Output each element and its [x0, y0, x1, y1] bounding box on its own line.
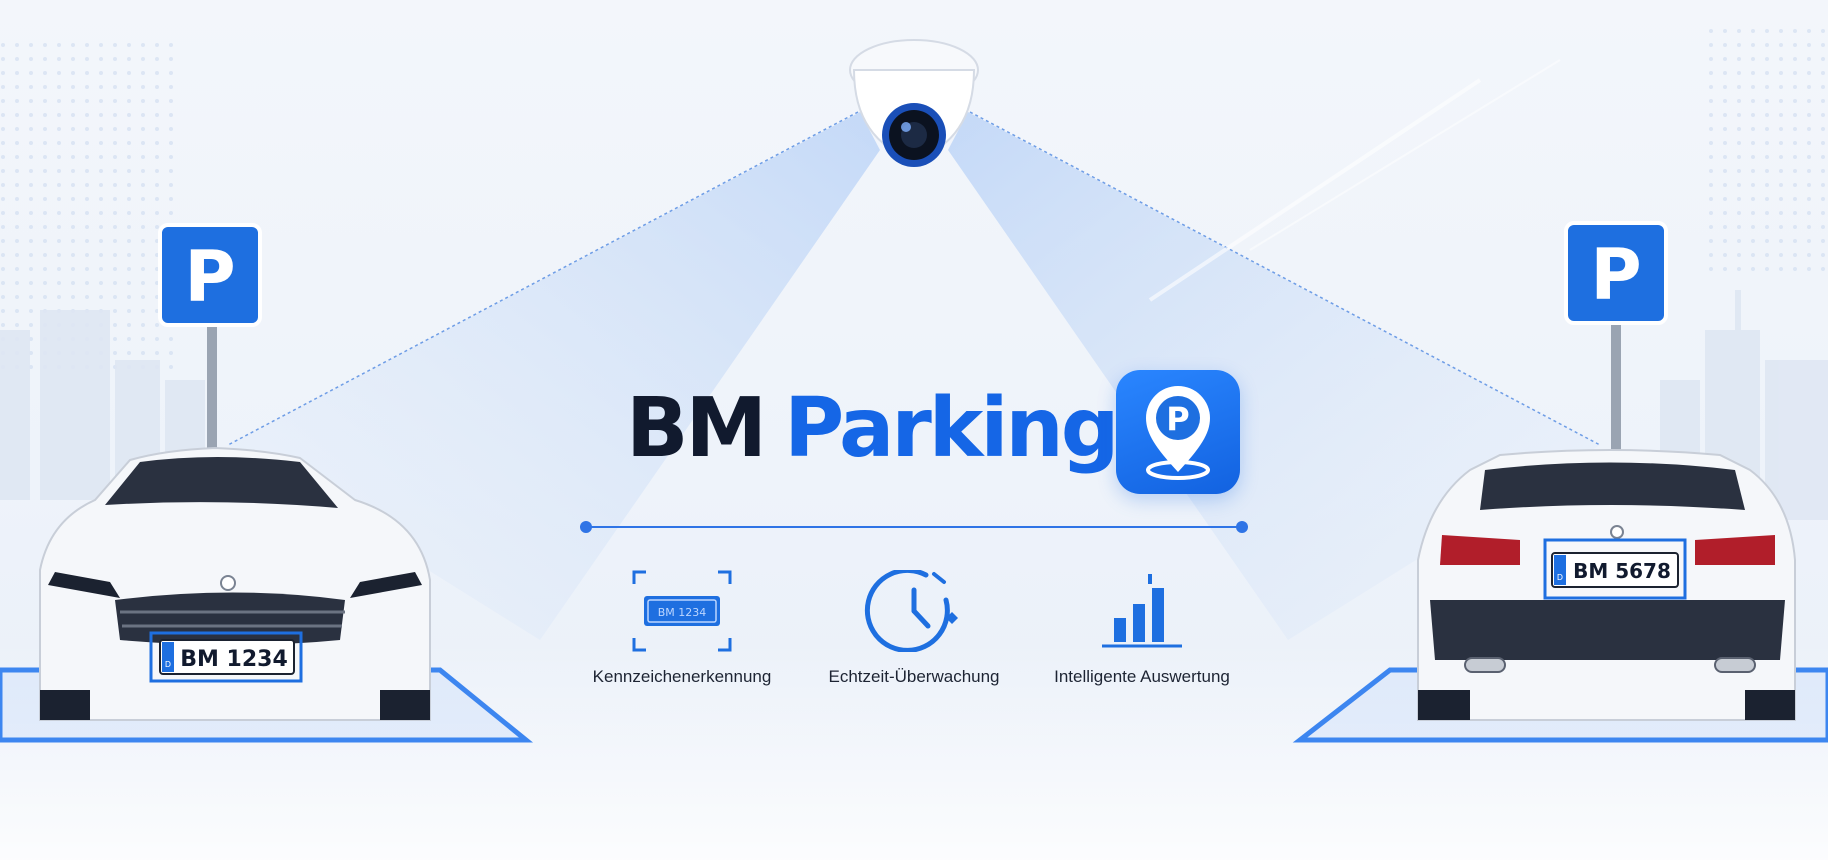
brand-name-primary: BM — [626, 381, 767, 476]
car-right-plate-badge: D — [1557, 573, 1563, 582]
feature-realtime-monitoring: Echtzeit-Überwachung — [804, 567, 1024, 690]
brand-divider — [580, 521, 1248, 533]
feature-label: Echtzeit-Überwachung — [828, 667, 1000, 686]
car-right-plate: BM 5678 — [1573, 559, 1671, 583]
car-left-plate: BM 1234 — [180, 647, 288, 672]
plate-scan-frame-right — [1543, 538, 1687, 600]
parking-location-pin-icon: P — [1116, 370, 1240, 494]
feature-label: Kennzeichenerkennung — [592, 667, 772, 686]
feature-plate-icon-text: BM 1234 — [658, 606, 707, 619]
plate-scan-frame-left — [149, 631, 303, 683]
camera-beam-left — [228, 112, 880, 640]
bar-chart-icon — [1092, 570, 1192, 652]
camera-beam-edge-right — [969, 111, 1601, 446]
parking-sign-right-letter: P — [1590, 234, 1641, 316]
dot-pattern-right — [1700, 20, 1828, 280]
brand-logo-letter: P — [1166, 400, 1189, 438]
clock-realtime-icon — [864, 567, 964, 653]
camera-beam-edge-left — [227, 111, 859, 446]
car-left-plate-badge: D — [165, 660, 171, 669]
divider-dot-left — [580, 521, 592, 533]
parking-sign-right-icon: P — [1564, 221, 1668, 452]
divider-dot-right — [1236, 521, 1248, 533]
feature-label: Intelligente Auswertung — [1054, 667, 1230, 686]
brand-name-secondary: Parking — [784, 381, 1119, 476]
parking-sign-left-icon: P — [158, 223, 262, 452]
feature-smart-analytics: Intelligente Auswertung — [1032, 570, 1252, 690]
license-plate-scan-icon: BM 1234 — [632, 570, 732, 652]
feature-plate-recognition: BM 1234 Kennzeichenerkennung — [572, 570, 792, 690]
parking-sign-left-letter: P — [184, 236, 235, 318]
